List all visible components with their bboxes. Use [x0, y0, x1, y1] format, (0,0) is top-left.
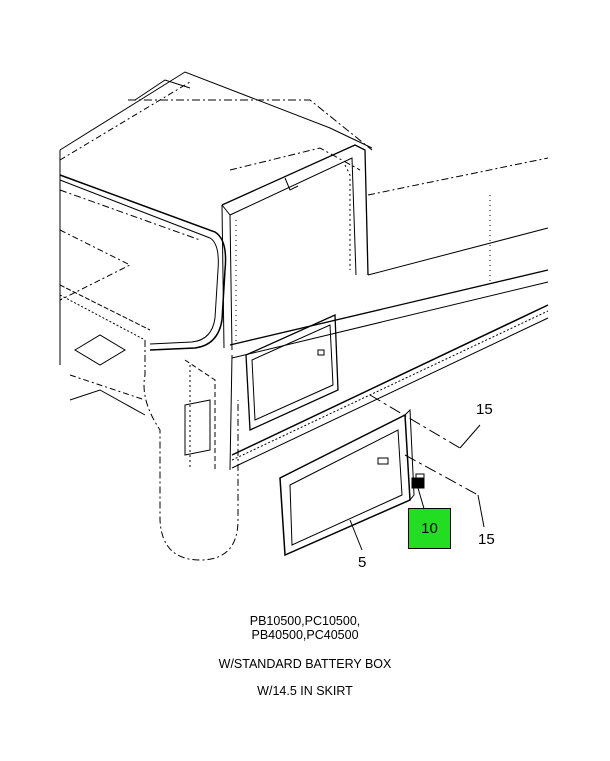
caption-models-line1: PB10500,PC10500,: [249, 614, 361, 628]
upper-access-panel: [245, 314, 339, 431]
battery-box-cover: [279, 408, 415, 557]
callout-10-label: 10: [421, 520, 438, 537]
caption-skirt: W/14.5 IN SKIRT: [257, 684, 353, 698]
caption-models-line2: PB40500,PC40500: [251, 628, 359, 642]
callout-15-upper: 15: [476, 401, 493, 418]
door-frame: [221, 144, 369, 351]
exploded-parts-drawing: [59, 71, 549, 561]
callout-10-highlight[interactable]: 10: [408, 508, 451, 549]
callout-5: 5: [358, 554, 367, 571]
cab-body-outline: [59, 71, 373, 365]
callout-15-lower: 15: [478, 531, 495, 548]
step-tank-area: [69, 334, 239, 561]
latch-part: [411, 473, 425, 489]
caption-battery-box: W/STANDARD BATTERY BOX: [218, 657, 392, 671]
